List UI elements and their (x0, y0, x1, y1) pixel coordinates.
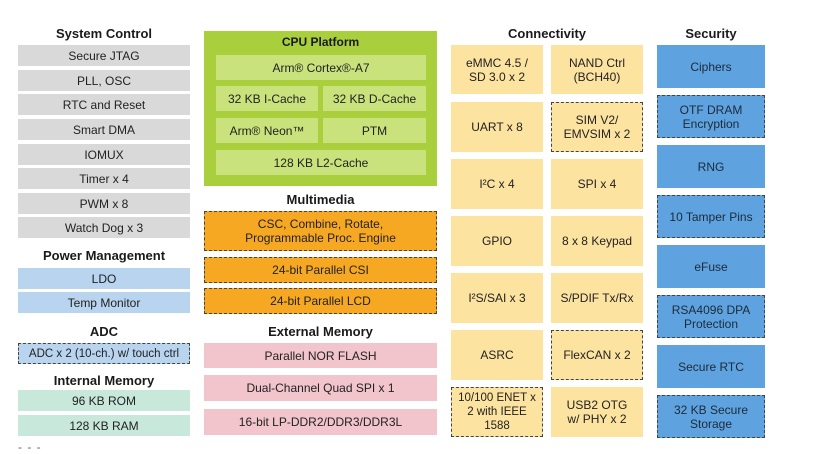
security-item: 32 KB Secure Storage (657, 395, 765, 438)
footer-mark: - - - (18, 440, 42, 454)
system-control-item: Smart DMA (18, 119, 190, 140)
security-item: RNG (657, 145, 765, 188)
power-management-title: Power Management (42, 248, 166, 263)
security-item: 10 Tamper Pins (657, 195, 765, 238)
system-control-item: Secure JTAG (18, 45, 190, 66)
connectivity-right-item: SPI x 4 (551, 159, 643, 209)
connectivity-right-item: FlexCAN x 2 (551, 330, 643, 380)
internal-memory-title: Internal Memory (53, 373, 155, 388)
connectivity-right-item: S/PDIF Tx/Rx (551, 273, 643, 323)
system-control-item: PWM x 8 (18, 193, 190, 214)
power-management-item: Temp Monitor (18, 292, 190, 313)
cpu-dcache: 32 KB D-Cache (323, 86, 426, 111)
connectivity-right-item: 8 x 8 Keypad (551, 216, 643, 266)
external-memory-item: Parallel NOR FLASH (204, 343, 437, 368)
adc-title: ADC (89, 324, 119, 339)
system-control-item: RTC and Reset (18, 94, 190, 115)
system-control-item: PLL, OSC (18, 70, 190, 91)
connectivity-left-item: eMMC 4.5 / SD 3.0 x 2 (451, 45, 543, 94)
cpu-icache: 32 KB I-Cache (216, 86, 318, 111)
multimedia-item: 24-bit Parallel LCD (204, 288, 437, 314)
multimedia-item: CSC, Combine, Rotate, Programmable Proc.… (204, 211, 437, 251)
cpu-ptm: PTM (323, 118, 426, 143)
security-item: Secure RTC (657, 345, 765, 388)
connectivity-title: Connectivity (507, 26, 586, 41)
connectivity-left-item: I²S/SAI x 3 (451, 273, 543, 323)
system-control-item: Timer x 4 (18, 168, 190, 189)
cpu-platform-title: CPU Platform (281, 35, 360, 49)
connectivity-left-item: 10/100 ENET x 2 with IEEE 1588 (451, 387, 543, 437)
connectivity-left-item: UART x 8 (451, 102, 543, 152)
connectivity-right-item: NAND Ctrl (BCH40) (551, 45, 643, 94)
cpu-core: Arm® Cortex®-A7 (216, 55, 426, 80)
system-control-item: Watch Dog x 3 (18, 217, 190, 238)
connectivity-left-item: I²C x 4 (451, 159, 543, 209)
security-item: Ciphers (657, 45, 765, 88)
multimedia-item: 24-bit Parallel CSI (204, 257, 437, 283)
cpu-l2-cache: 128 KB L2-Cache (216, 150, 426, 175)
adc-item: ADC x 2 (10-ch.) w/ touch ctrl (18, 343, 190, 364)
internal-memory-item: 128 KB RAM (18, 415, 190, 436)
security-item: RSA4096 DPA Protection (657, 295, 765, 338)
system-control-item: IOMUX (18, 144, 190, 165)
connectivity-left-item: GPIO (451, 216, 543, 266)
security-item: eFuse (657, 245, 765, 288)
multimedia-title: Multimedia (286, 192, 355, 207)
connectivity-right-item: SIM V2/ EMVSIM x 2 (551, 102, 643, 152)
external-memory-title: External Memory (268, 324, 373, 339)
power-management-item: LDO (18, 268, 190, 289)
connectivity-right-item: USB2 OTG w/ PHY x 2 (551, 387, 643, 437)
connectivity-left-item: ASRC (451, 330, 543, 380)
security-item: OTF DRAM Encryption (657, 95, 765, 138)
security-title: Security (685, 26, 737, 41)
cpu-neon: Arm® Neon™ (216, 118, 318, 143)
internal-memory-item: 96 KB ROM (18, 390, 190, 411)
external-memory-item: Dual-Channel Quad SPI x 1 (204, 375, 437, 401)
system-control-title: System Control (55, 26, 153, 41)
external-memory-item: 16-bit LP-DDR2/DDR3/DDR3L (204, 409, 437, 435)
